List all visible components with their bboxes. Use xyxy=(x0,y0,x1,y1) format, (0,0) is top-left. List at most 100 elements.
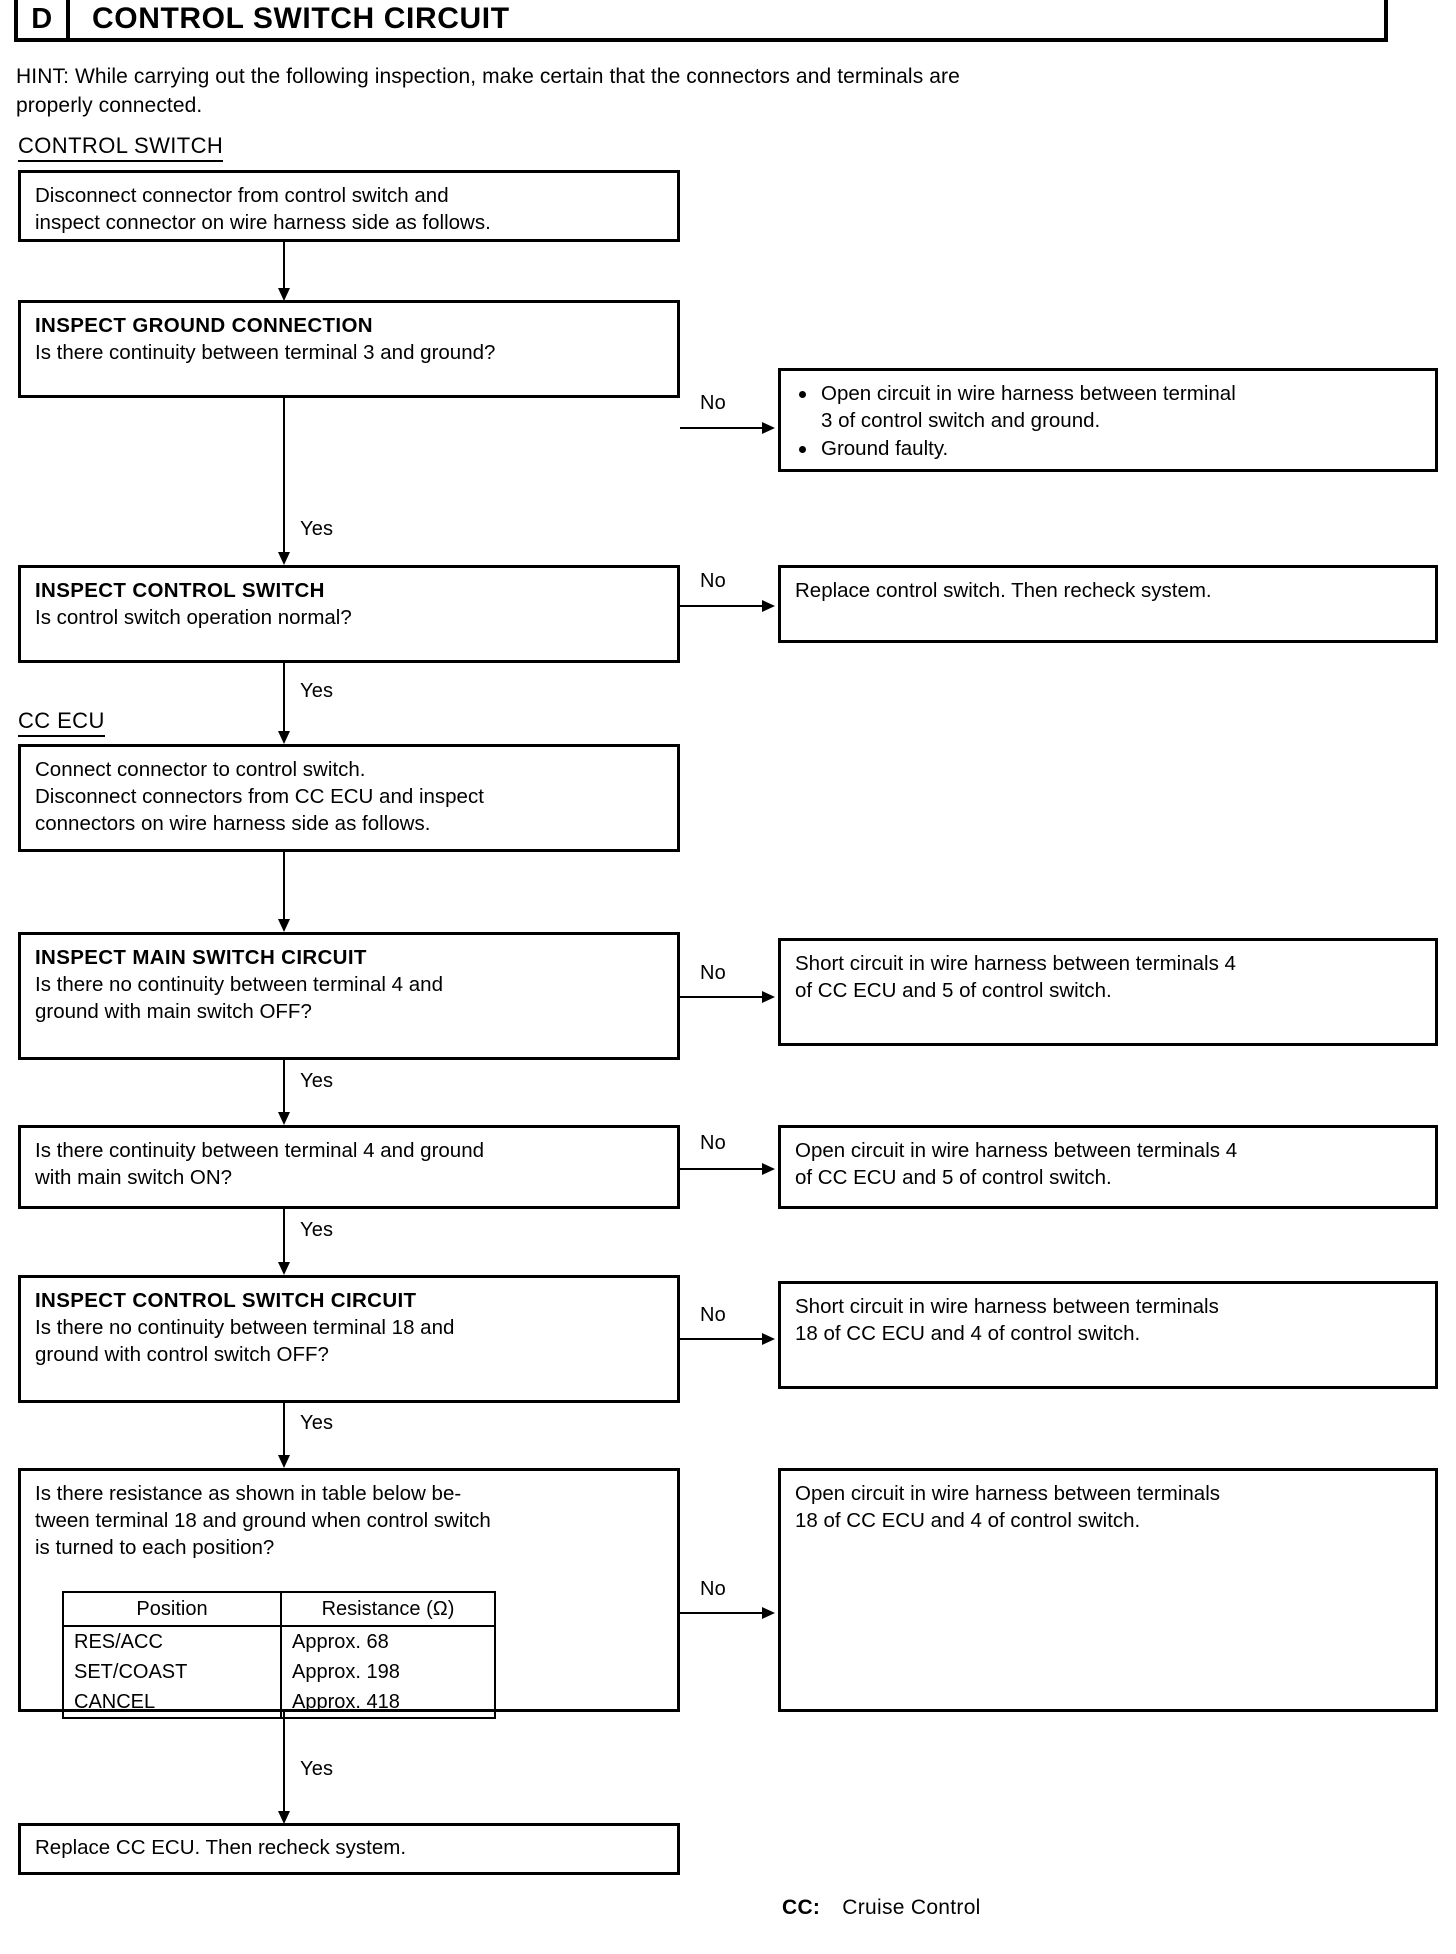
connector-line-cc-ecu-to-main-switch xyxy=(283,852,285,930)
table-row: SET/COAST Approx. 198 xyxy=(62,1657,496,1687)
hint-label: HINT: xyxy=(16,65,69,88)
resistance-check-question-line-1: Is there resistance as shown in table be… xyxy=(35,1482,462,1505)
edge-label-no-control-switch-circuit: No xyxy=(700,1304,726,1326)
arrow-cc-ecu-to-main-switch xyxy=(278,919,290,932)
flow-box-inspect-main-switch-circuit: INSPECT MAIN SWITCH CIRCUIT Is there no … xyxy=(18,932,680,1060)
resistance-row-3-value: Approx. 418 xyxy=(280,1687,496,1719)
resistance-row-1-value: Approx. 68 xyxy=(280,1626,496,1657)
flow-box-main-switch-on-open-circuit: Open circuit in wire harness between ter… xyxy=(778,1125,1438,1209)
table-row: RES/ACC Approx. 68 xyxy=(62,1626,496,1657)
arrow-start-to-ground xyxy=(278,288,290,301)
arrow-resistance-yes xyxy=(278,1811,290,1824)
edge-label-yes-main-switch: Yes xyxy=(300,1070,334,1092)
main-switch-on-question-line-1: Is there continuity between terminal 4 a… xyxy=(35,1139,484,1162)
edge-label-no-resistance: No xyxy=(700,1578,726,1600)
flow-box-main-switch-short-circuit: Short circuit in wire harness between te… xyxy=(778,938,1438,1046)
connector-line-resistance-yes xyxy=(283,1712,285,1822)
arrow-main-switch-on-yes xyxy=(278,1262,290,1275)
cc-ecu-line-3: connectors on wire harness side as follo… xyxy=(35,812,431,835)
cc-ecu-line-1: Connect connector to control switch. xyxy=(35,758,366,781)
control-switch-short-line-2: 18 of CC ECU and 4 of control switch. xyxy=(795,1322,1141,1345)
ground-fault-bullet-1: Open circuit in wire harness between ter… xyxy=(795,380,1421,434)
resistance-open-line-2: 18 of CC ECU and 4 of control switch. xyxy=(795,1509,1141,1532)
section-heading-cc-ecu: CC ECU xyxy=(18,708,105,737)
flow-box-inspect-control-switch-circuit: INSPECT CONTROL SWITCH CIRCUIT Is there … xyxy=(18,1275,680,1403)
arrow-ground-no xyxy=(762,422,775,434)
resistance-table: Position Resistance (Ω) RES/ACC Approx. … xyxy=(62,1591,496,1719)
ground-fault-bullet-1-line-1: Open circuit in wire harness between ter… xyxy=(821,382,1236,405)
flow-box-replace-cc-ecu: Replace CC ECU. Then recheck system. xyxy=(18,1823,680,1875)
disconnect-line-2: inspect connector on wire harness side a… xyxy=(35,211,491,234)
connector-line-resistance-no xyxy=(680,1612,766,1614)
flow-box-main-switch-on: Is there continuity between terminal 4 a… xyxy=(18,1125,680,1209)
ground-fault-bullet-list: Open circuit in wire harness between ter… xyxy=(795,380,1421,462)
resistance-table-header-resistance: Resistance (Ω) xyxy=(280,1591,496,1627)
main-switch-on-open-line-2: of CC ECU and 5 of control switch. xyxy=(795,1166,1112,1189)
hint-line-1: While carrying out the following inspect… xyxy=(74,65,960,88)
control-switch-circuit-question-line-1: Is there no continuity between terminal … xyxy=(35,1316,455,1339)
edge-label-yes-control-switch: Yes xyxy=(300,680,334,702)
connector-line-ground-yes xyxy=(283,398,285,563)
replace-cc-ecu-text: Replace CC ECU. Then recheck system. xyxy=(35,1836,407,1859)
connector-line-control-switch-no xyxy=(680,605,766,607)
control-switch-circuit-title: INSPECT CONTROL SWITCH CIRCUIT xyxy=(35,1289,417,1312)
cc-ecu-line-2: Disconnect connectors from CC ECU and in… xyxy=(35,785,484,808)
resistance-open-line-1: Open circuit in wire harness between ter… xyxy=(795,1482,1220,1505)
flow-box-disconnect-connector: Disconnect connector from control switch… xyxy=(18,170,680,242)
resistance-row-2-position: SET/COAST xyxy=(62,1657,282,1687)
connector-line-control-switch-circuit-no xyxy=(680,1338,766,1340)
main-switch-on-question-line-2: with main switch ON? xyxy=(35,1166,233,1189)
table-row: CANCEL Approx. 418 xyxy=(62,1687,496,1719)
ground-connection-question: Is there continuity between terminal 3 a… xyxy=(35,341,496,364)
arrow-main-switch-yes xyxy=(278,1112,290,1125)
edge-label-no-ground: No xyxy=(700,392,726,414)
resistance-table-header-row: Position Resistance (Ω) xyxy=(62,1591,496,1627)
edge-label-yes-resistance: Yes xyxy=(300,1758,334,1780)
connector-line-main-switch-yes xyxy=(283,1060,285,1123)
main-switch-short-line-2: of CC ECU and 5 of control switch. xyxy=(795,979,1112,1002)
control-switch-question: Is control switch operation normal? xyxy=(35,606,352,629)
arrow-control-switch-circuit-no xyxy=(762,1333,775,1345)
arrow-control-switch-no xyxy=(762,600,775,612)
flow-box-resistance-open-circuit: Open circuit in wire harness between ter… xyxy=(778,1468,1438,1712)
footer-abbr-key: CC: xyxy=(782,1896,821,1919)
page-header: D CONTROL SWITCH CIRCUIT xyxy=(14,0,1388,42)
main-switch-circuit-question-line-2: ground with main switch OFF? xyxy=(35,1000,312,1023)
edge-label-no-control-switch: No xyxy=(700,570,726,592)
hint-text: HINT: While carrying out the following i… xyxy=(16,62,1416,120)
main-switch-short-line-1: Short circuit in wire harness between te… xyxy=(795,952,1236,975)
connector-line-control-switch-yes xyxy=(283,663,285,742)
connector-line-control-switch-circuit-yes xyxy=(283,1403,285,1466)
resistance-table-header-position: Position xyxy=(62,1591,282,1627)
edge-label-yes-main-switch-on: Yes xyxy=(300,1219,334,1241)
arrow-control-switch-yes xyxy=(278,731,290,744)
resistance-row-3-position: CANCEL xyxy=(62,1687,282,1719)
arrow-main-switch-on-no xyxy=(762,1163,775,1175)
edge-label-yes-control-switch-circuit: Yes xyxy=(300,1412,334,1434)
ground-fault-bullet-2: Ground faulty. xyxy=(795,435,1421,462)
flow-box-replace-control-switch: Replace control switch. Then recheck sys… xyxy=(778,565,1438,643)
footer-abbr-meaning: Cruise Control xyxy=(842,1896,981,1919)
edge-label-no-main-switch-on: No xyxy=(700,1132,726,1154)
footer-abbreviation: CC: Cruise Control xyxy=(782,1896,981,1920)
main-switch-on-open-line-1: Open circuit in wire harness between ter… xyxy=(795,1139,1238,1162)
arrow-ground-yes xyxy=(278,552,290,565)
main-switch-circuit-title: INSPECT MAIN SWITCH CIRCUIT xyxy=(35,946,367,969)
section-heading-control-switch: CONTROL SWITCH xyxy=(18,133,224,162)
page-title: CONTROL SWITCH CIRCUIT xyxy=(92,2,510,35)
hint-line-2: properly connected. xyxy=(16,94,203,117)
ground-fault-bullet-1-line-2: 3 of control switch and ground. xyxy=(821,409,1101,432)
ground-connection-title: INSPECT GROUND CONNECTION xyxy=(35,314,373,337)
control-switch-title: INSPECT CONTROL SWITCH xyxy=(35,579,325,602)
flow-box-control-switch-short-circuit: Short circuit in wire harness between te… xyxy=(778,1281,1438,1389)
arrow-main-switch-no xyxy=(762,991,775,1003)
resistance-check-question-line-2: tween terminal 18 and ground when contro… xyxy=(35,1509,491,1532)
connector-line-start-to-ground xyxy=(283,242,285,299)
connector-line-main-switch-no xyxy=(680,996,766,998)
replace-control-switch-text: Replace control switch. Then recheck sys… xyxy=(795,579,1212,602)
arrow-control-switch-circuit-yes xyxy=(278,1455,290,1468)
flow-box-inspect-control-switch: INSPECT CONTROL SWITCH Is control switch… xyxy=(18,565,680,663)
resistance-row-1-position: RES/ACC xyxy=(62,1626,282,1657)
edge-label-yes-ground: Yes xyxy=(300,518,334,540)
